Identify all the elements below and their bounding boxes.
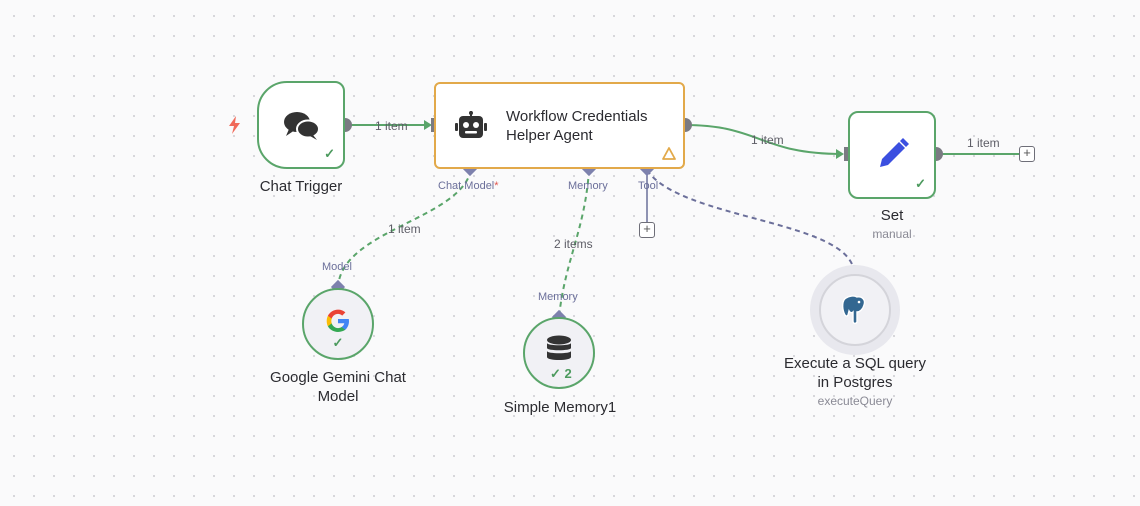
port-label-memory-input: Memory: [538, 291, 578, 303]
port-label-chat-model: Chat Model*: [438, 180, 499, 192]
postgres-elephant-icon: [841, 295, 866, 325]
gemini-node[interactable]: ✓: [302, 288, 374, 360]
chat-bubbles-icon: [284, 112, 320, 140]
edge-memory-agent[interactable]: [558, 169, 590, 318]
chat-trigger-label: Chat Trigger: [259, 178, 343, 195]
postgres-label-line2: in Postgres: [817, 374, 893, 391]
postgres-sublabel: executeQuery: [817, 394, 893, 408]
warning-triangle-icon[interactable]: [662, 147, 676, 160]
edge-label-set-output: 1 item: [967, 136, 1000, 150]
agent-label-line1: Workflow Credentials: [506, 107, 648, 125]
set-sublabel: manual: [872, 227, 912, 241]
edge-label-memory-agent: 2 items: [554, 237, 593, 251]
success-check-icon: ✓: [915, 176, 926, 191]
port-label-gemini-model: Model: [322, 261, 352, 273]
gemini-label-line2: Model: [317, 388, 359, 405]
edge-postgres-agent[interactable]: [646, 169, 855, 273]
postgres-node-inner: [819, 274, 891, 346]
trigger-bolt-icon: [227, 115, 243, 135]
arrow-agent-set: [836, 149, 844, 159]
edge-label-trigger-agent: 1 item: [375, 119, 408, 133]
gemini-label: Google Gemini Chat Model: [258, 368, 418, 406]
memory-label: Simple Memory1: [503, 399, 617, 416]
edge-gemini-agent[interactable]: [337, 169, 472, 289]
success-check-icon: ✓: [332, 335, 344, 350]
set-label: Set: [880, 207, 904, 224]
add-node-button[interactable]: +: [1019, 146, 1035, 162]
robot-icon: [455, 110, 487, 138]
postgres-node[interactable]: [810, 265, 900, 355]
success-check-icon: ✓: [324, 146, 335, 161]
agent-node[interactable]: Workflow Credentials Helper Agent: [434, 82, 685, 169]
agent-label-line2: Helper Agent: [506, 126, 593, 144]
add-tool-button[interactable]: +: [639, 222, 655, 238]
postgres-label-line1: Execute a SQL query: [783, 355, 927, 372]
arrow-trigger-agent: [424, 120, 432, 130]
set-node[interactable]: ✓: [848, 111, 936, 199]
edge-agent-set[interactable]: [684, 124, 843, 155]
google-g-icon: [326, 309, 349, 332]
database-icon: [547, 335, 571, 360]
agent-label: Workflow Credentials Helper Agent: [506, 107, 647, 145]
edge-label-agent-set: 1 item: [751, 133, 784, 147]
edge-label-gemini-agent: 1 item: [388, 222, 421, 236]
postgres-label: Execute a SQL query in Postgres: [765, 354, 945, 392]
run-count: 2: [564, 366, 572, 381]
success-check-icon: ✓ 2: [550, 366, 572, 381]
gemini-label-line1: Google Gemini Chat: [270, 369, 406, 386]
port-label-tool: Tool: [638, 180, 659, 192]
pencil-icon: [880, 138, 909, 167]
input-handle-set[interactable]: [844, 147, 850, 161]
memory-node[interactable]: ✓ 2: [523, 317, 595, 389]
chat-trigger-node[interactable]: ✓: [257, 81, 345, 169]
port-label-memory: Memory: [568, 180, 608, 192]
